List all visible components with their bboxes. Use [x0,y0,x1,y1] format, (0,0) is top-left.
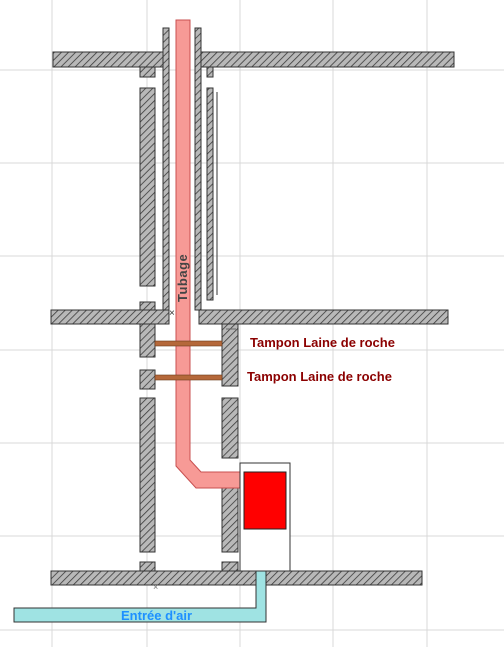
tampon-label-lower: Tampon Laine de roche [247,369,392,384]
stove-fire [243,471,287,530]
tampon-lower [154,374,223,381]
x-marker-bottom: × [153,582,158,592]
upper-conduit-walls [139,27,218,311]
air-intake-duct [13,570,267,623]
upper-floor-slab-right [199,51,455,68]
x-marker-top: × [169,308,175,319]
upper-floor-slab-left [52,51,166,68]
middle-floor-slab-left [50,309,170,325]
ground-floor-slab [50,570,423,586]
tampon-label-upper: Tampon Laine de roche [250,335,395,350]
middle-floor-slab-right [198,309,449,325]
tampon-upper [154,340,223,347]
tubage-label: Tubage [175,254,190,302]
floor-slabs [50,51,455,586]
air-intake-label: Entrée d'air [121,608,192,623]
